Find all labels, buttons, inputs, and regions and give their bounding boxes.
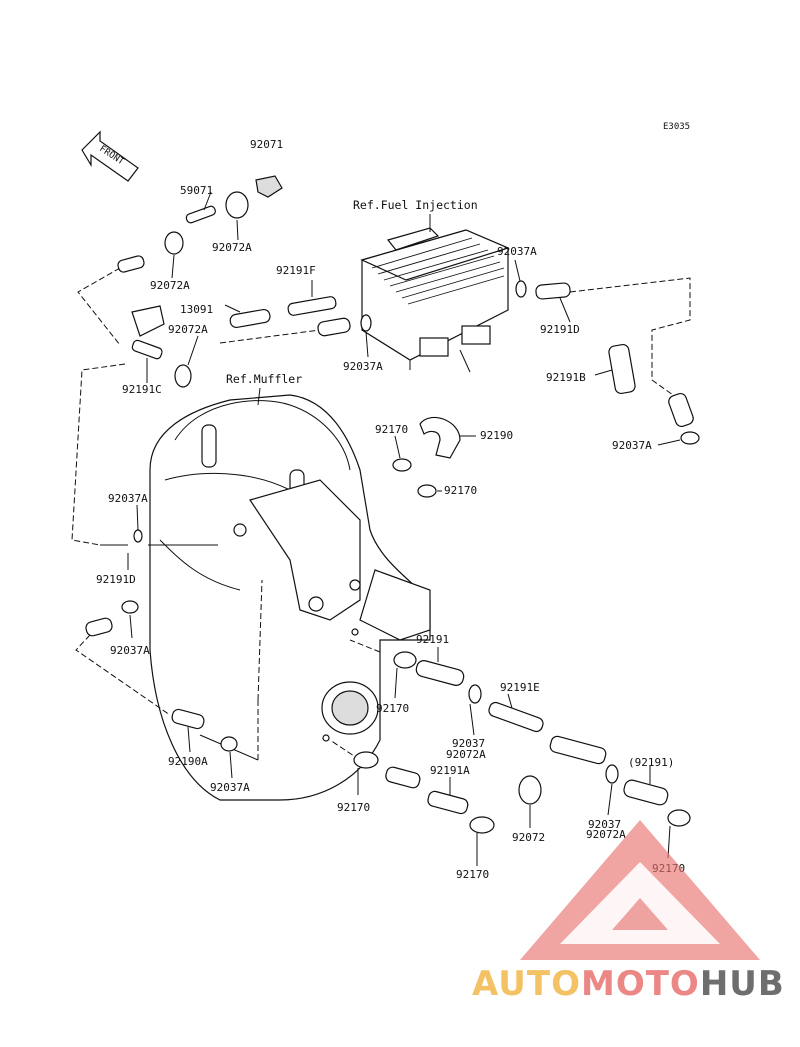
label-92190a: 92190A — [168, 755, 208, 768]
label-92037: 92037 — [588, 818, 621, 831]
diagram-code: E3035 — [663, 122, 690, 132]
label-92037a: 92037A — [497, 245, 537, 258]
label-92170: 92170 — [456, 868, 489, 881]
label-92191e: 92191E — [500, 681, 540, 694]
label-92191-parenthetical: (92191) — [628, 756, 674, 769]
label-92037a: 92037A — [108, 492, 148, 505]
watermark-part-auto: AUTO — [472, 964, 581, 1004]
label-92072a: 92072A — [586, 828, 626, 841]
label-92037a: 92037A — [343, 360, 383, 373]
label-92072: 92072 — [512, 831, 545, 844]
label-92190: 92190 — [480, 429, 513, 442]
label-92191f: 92191F — [276, 264, 316, 277]
label-92072a: 92072A — [212, 241, 252, 254]
watermark-part-moto: MOTO — [581, 964, 700, 1004]
label-92037a: 92037A — [210, 781, 250, 794]
label-92170: 92170 — [375, 423, 408, 436]
leader-lines — [127, 191, 681, 866]
front-arrow-icon: FRONT — [81, 130, 139, 182]
ref-muffler: Ref.Muffler — [226, 372, 302, 386]
label-92071: 92071 — [250, 138, 283, 151]
label-92037: 92037 — [452, 737, 485, 750]
label-92191d: 92191D — [96, 573, 136, 586]
label-92072a: 92072A — [446, 748, 486, 761]
label-92191c: 92191C — [122, 383, 162, 396]
label-59071: 59071 — [180, 184, 213, 197]
label-92191: 92191 — [416, 633, 449, 646]
label-92037a: 92037A — [110, 644, 150, 657]
label-92170: 92170 — [376, 702, 409, 715]
watermark-text: AUTOMOTOHUB — [472, 964, 785, 1004]
label-92072a: 92072A — [168, 323, 208, 336]
label-92191b: 92191B — [546, 371, 586, 384]
label-92170: 92170 — [337, 801, 370, 814]
label-92191d: 92191D — [540, 323, 580, 336]
hose-pipe — [85, 175, 694, 815]
label-92191a: 92191A — [430, 764, 470, 777]
muffler-assembly — [149, 394, 431, 801]
ref-fuel-injection: Ref.Fuel Injection — [353, 198, 478, 212]
label-92037a: 92037A — [612, 439, 652, 452]
clamp-parts — [121, 191, 700, 834]
watermark-part-hub: HUB — [700, 964, 785, 1004]
fuel-injection-unit — [360, 227, 510, 373]
label-92170: 92170 — [444, 484, 477, 497]
label-92072a: 92072A — [150, 279, 190, 292]
label-13091: 13091 — [180, 303, 213, 316]
watermark-logo: AUTOMOTOHUB — [472, 820, 785, 1004]
